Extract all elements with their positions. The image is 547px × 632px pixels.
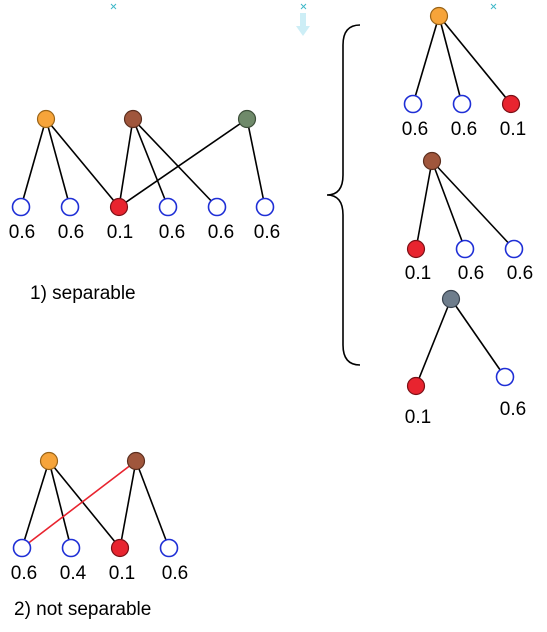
leaf-label: 0.1 [405,263,431,284]
leaf-label: 0.6 [58,222,84,243]
leaf-label: 0.6 [9,222,35,243]
leaf-label: 0.1 [107,222,133,243]
caption-not-separable: 2) not separable [14,599,151,620]
variable-node [12,538,32,558]
variable-node [403,94,423,114]
variable-node [495,367,515,387]
leaf-label: 0.6 [208,222,234,243]
leaf-label: 0.1 [500,119,526,140]
variable-node [61,538,81,558]
leaf-label: 0.6 [11,563,37,584]
component-3: 0.1 0.6 [405,289,526,428]
edges [415,160,515,250]
variable-nodes [11,197,275,217]
variable-node [452,94,472,114]
cross-marker [300,3,307,10]
leaf-labels: 0.6 0.6 0.1 0.6 0.6 0.6 [9,222,280,243]
leaf-label: 0.6 [162,563,188,584]
factor-node-orange [36,109,56,129]
variable-node [60,197,80,217]
variable-node [11,197,31,217]
edges [415,298,506,387]
factor-node-orange [429,6,449,26]
factor-node-brown [422,151,442,171]
leaf-label: 0.4 [60,563,87,584]
leaf-label: 0.6 [451,119,477,140]
variable-node-red [406,376,426,396]
variable-node-red [406,239,426,259]
leaf-label: 0.1 [109,563,135,584]
crossing-edge [21,460,137,549]
cross-marker [490,3,497,10]
factor-node-orange [39,451,59,471]
variable-node [158,197,178,217]
factor-node-green [237,109,257,129]
cross-marker [110,3,117,10]
editor-markers [110,3,497,36]
leaf-label: 0.6 [254,222,280,243]
edges [412,15,512,105]
variable-node [255,197,275,217]
variable-node-red [501,94,521,114]
leaf-label: 0.6 [402,119,428,140]
edges [20,118,266,208]
curly-brace [326,24,361,366]
factor-node-slate [441,289,461,309]
factor-nodes [36,109,257,129]
variable-node [455,239,475,259]
leaf-label: 0.6 [458,263,484,284]
diagram-separable: 0.6 0.6 0.1 0.6 0.6 0.6 1) separable [9,109,280,304]
variable-node-red [109,197,129,217]
factor-node-brown [123,109,143,129]
variable-node [159,538,179,558]
leaf-label: 0.6 [159,222,185,243]
component-2: 0.1 0.6 0.6 [405,151,533,284]
leaf-label: 0.6 [500,399,526,420]
component-1: 0.6 0.6 0.1 [402,6,526,140]
down-arrow-icon [296,13,310,36]
diagram-not-separable: 0.6 0.4 0.1 0.6 2) not separable [11,451,188,620]
leaf-label: 0.6 [507,263,533,284]
caption-separable: 1) separable [30,283,136,304]
variable-node [504,239,524,259]
variable-node [207,197,227,217]
variable-node-red [110,538,130,558]
edges [21,460,170,549]
factor-node-brown [126,451,146,471]
leaf-label: 0.1 [405,407,431,428]
